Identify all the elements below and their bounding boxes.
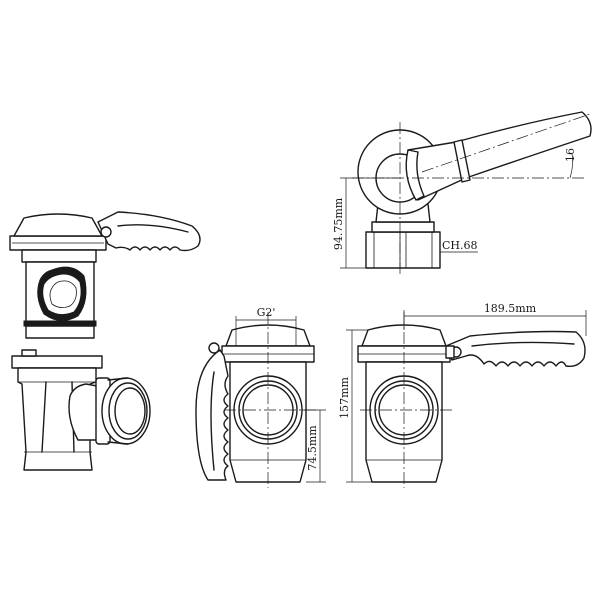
front-handle: [445, 330, 586, 368]
dim-angle: 16: [564, 148, 577, 162]
dim-height-upper: 94.75mm: [332, 197, 345, 250]
valve-body: [21, 249, 97, 339]
valve-handle: [97, 211, 201, 252]
dim-thread: G2': [257, 306, 276, 319]
dim-outlet-height: 74.5mm: [306, 425, 319, 471]
dim-total-height: 157mm: [338, 377, 351, 419]
front-view: [346, 310, 587, 488]
side-handle: [195, 342, 229, 481]
exploded-view: [9, 211, 201, 471]
dim-handle-length: 189.5mm: [484, 302, 537, 315]
lower-body: [11, 349, 151, 471]
side-view: [195, 312, 326, 488]
dim-nut-size: CH.68: [442, 239, 478, 252]
top-view: [340, 111, 592, 276]
valve-cap: [9, 213, 107, 251]
